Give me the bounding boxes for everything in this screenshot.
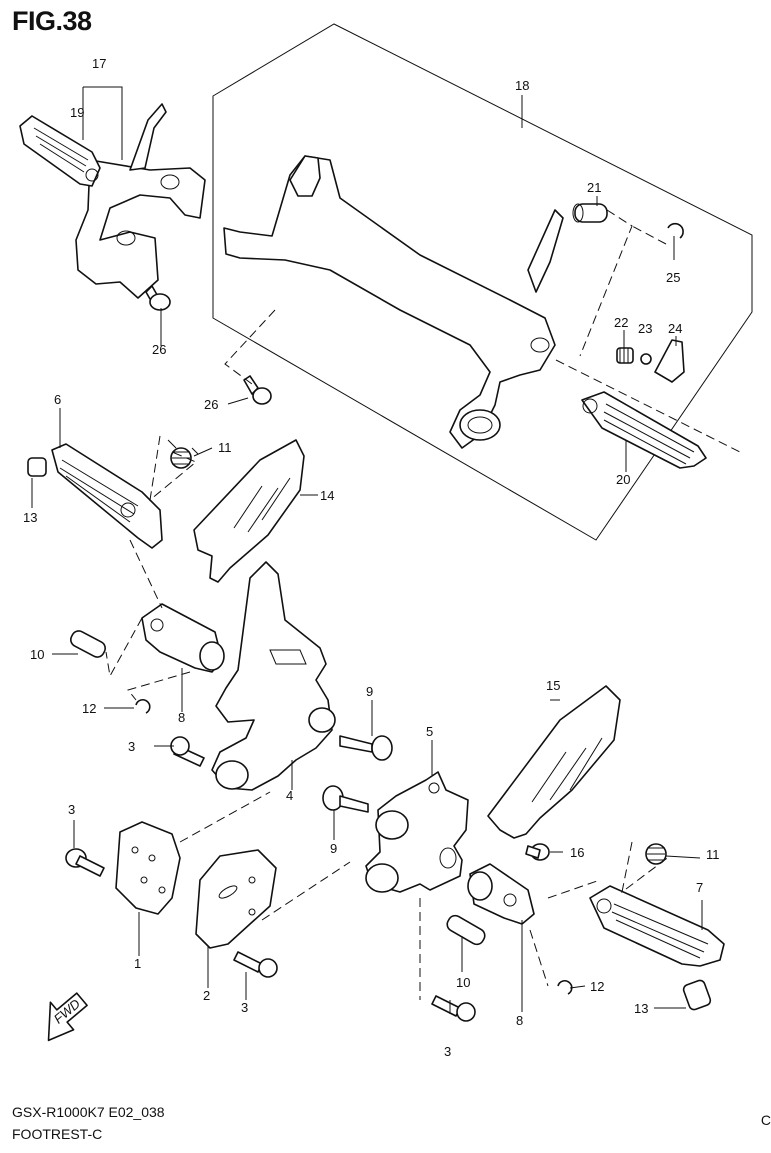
callout-16: 16 bbox=[570, 845, 584, 860]
spring-22 bbox=[616, 347, 634, 364]
bolt-26a bbox=[145, 285, 171, 311]
pin-10b bbox=[446, 914, 486, 946]
section-name: FOOTREST-C bbox=[12, 1126, 103, 1142]
edge-char: C bbox=[760, 1112, 771, 1128]
callouts: 17 19 18 21 25 22 23 24 20 26 26 6 11 13… bbox=[23, 56, 720, 1059]
callout-6: 6 bbox=[54, 392, 61, 407]
footpeg-holder-8a bbox=[141, 603, 225, 673]
callout-3d: 3 bbox=[444, 1044, 451, 1059]
rear-footrest-bracket-18 bbox=[223, 155, 564, 449]
callout-8b: 8 bbox=[516, 1013, 523, 1028]
callout-9b: 9 bbox=[330, 841, 337, 856]
footpeg-6 bbox=[51, 443, 163, 549]
leader-lines bbox=[31, 86, 703, 1014]
callout-23: 23 bbox=[638, 321, 652, 336]
callout-12b: 12 bbox=[590, 979, 604, 994]
circlip-12a bbox=[135, 699, 151, 714]
footpeg-7 bbox=[589, 885, 725, 967]
callout-25: 25 bbox=[666, 270, 680, 285]
callout-2: 2 bbox=[203, 988, 210, 1003]
callout-5: 5 bbox=[426, 724, 433, 739]
kit-18-outline bbox=[212, 23, 753, 541]
bolt-3b bbox=[65, 848, 105, 877]
callout-20: 20 bbox=[616, 472, 630, 487]
cap-13a bbox=[27, 457, 47, 477]
callout-12a: 12 bbox=[82, 701, 96, 716]
spring-11b bbox=[645, 843, 667, 865]
rear-footrest-bracket-17 bbox=[75, 103, 206, 299]
pin-21 bbox=[572, 203, 608, 223]
bolt-16 bbox=[525, 843, 550, 861]
callout-26b: 26 bbox=[204, 397, 218, 412]
callout-19: 19 bbox=[70, 105, 84, 120]
callout-7: 7 bbox=[696, 880, 703, 895]
cap-13b bbox=[682, 979, 712, 1011]
callout-21: 21 bbox=[587, 180, 601, 195]
spring-11a bbox=[167, 439, 199, 469]
callout-10a: 10 bbox=[30, 647, 44, 662]
callout-8a: 8 bbox=[178, 710, 185, 725]
callout-11b: 11 bbox=[706, 847, 720, 862]
plate-2 bbox=[195, 849, 277, 949]
callout-14: 14 bbox=[320, 488, 334, 503]
fwd-arrow-icon: FWD bbox=[47, 992, 88, 1042]
callout-9a: 9 bbox=[366, 684, 373, 699]
footpeg-19 bbox=[19, 115, 101, 187]
heel-guard-14 bbox=[193, 439, 305, 583]
pin-10a bbox=[70, 630, 106, 658]
callout-15: 15 bbox=[546, 678, 560, 693]
ball-23 bbox=[640, 353, 652, 365]
heel-guard-15 bbox=[487, 685, 621, 839]
footrest-bracket-5 bbox=[365, 771, 469, 893]
footpeg-20 bbox=[581, 391, 707, 469]
bolt-3a bbox=[170, 736, 205, 767]
bolt-26b bbox=[243, 375, 272, 405]
callout-3b: 3 bbox=[68, 802, 75, 817]
callout-13a: 13 bbox=[23, 510, 37, 525]
model-code: GSX-R1000K7 E02_038 bbox=[12, 1104, 165, 1120]
callout-22: 22 bbox=[614, 315, 628, 330]
footrest-bracket-4 bbox=[211, 561, 336, 791]
callout-10b: 10 bbox=[456, 975, 470, 990]
bolt-3d bbox=[431, 995, 476, 1022]
assembly-lines bbox=[105, 209, 741, 1000]
figure-title: FIG.38 bbox=[12, 6, 92, 36]
callout-11a: 11 bbox=[218, 440, 232, 455]
callout-13b: 13 bbox=[634, 1001, 648, 1016]
bolt-9a bbox=[339, 735, 393, 761]
circlip-12b bbox=[557, 980, 573, 995]
bolt-3c bbox=[233, 951, 278, 978]
plate-1 bbox=[115, 821, 181, 915]
callout-3c: 3 bbox=[241, 1000, 248, 1015]
callout-4: 4 bbox=[286, 788, 293, 803]
callout-26a: 26 bbox=[152, 342, 166, 357]
plate-24 bbox=[654, 339, 685, 383]
callout-24: 24 bbox=[668, 321, 682, 336]
callout-3a: 3 bbox=[128, 739, 135, 754]
circlip-25 bbox=[667, 222, 684, 239]
callout-18: 18 bbox=[515, 78, 529, 93]
callout-1: 1 bbox=[134, 956, 141, 971]
footpeg-holder-8b bbox=[467, 863, 535, 925]
bolt-9b bbox=[322, 785, 369, 813]
callout-17: 17 bbox=[92, 56, 106, 71]
